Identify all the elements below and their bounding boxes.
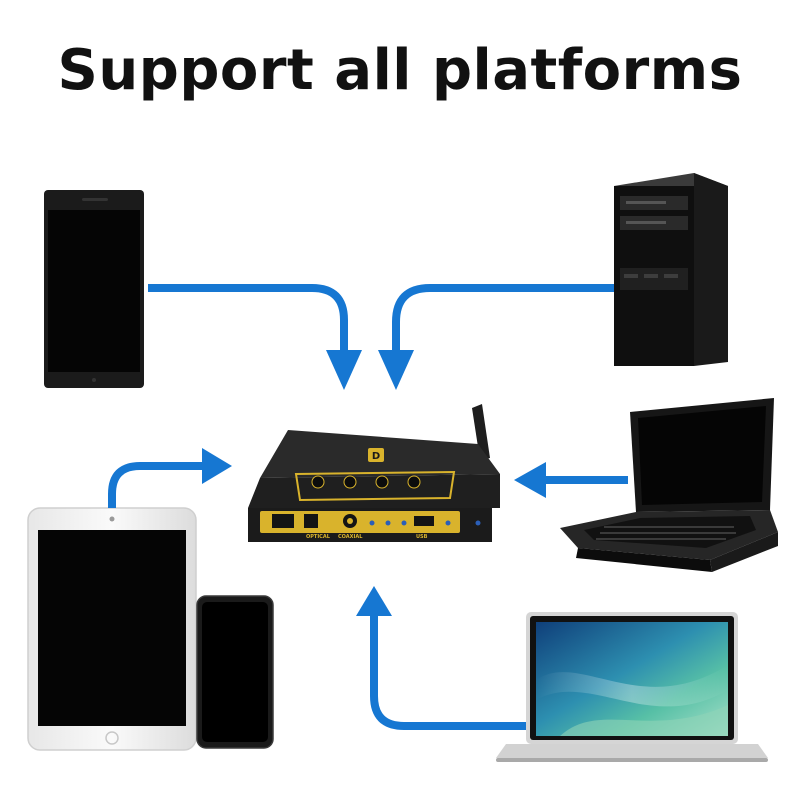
svg-text:COAXIAL: COAXIAL (338, 534, 363, 540)
svg-text:OPTICAL: OPTICAL (306, 534, 331, 540)
laptop-icon (560, 398, 778, 572)
arrowhead-down-right (378, 350, 414, 390)
desktop-tower-icon (614, 173, 728, 366)
arrow-macbook (370, 614, 526, 730)
arrowhead-down-left (326, 350, 362, 390)
arrowhead-up (356, 586, 392, 616)
phone-icon (196, 595, 274, 749)
arrow-heads (202, 350, 546, 616)
smartphone-icon (44, 190, 144, 388)
arrow-desktop (392, 284, 614, 350)
arrowhead-right (202, 448, 232, 484)
arrow-smartphone (148, 284, 348, 350)
macbook-icon (496, 612, 768, 762)
arrowhead-left (514, 462, 546, 498)
audio-decoder-icon: D OPTICAL COAXIAL USB (248, 404, 500, 542)
svg-text:USB: USB (416, 534, 428, 540)
device-logo-icon (368, 448, 384, 462)
svg-text:D: D (372, 451, 380, 462)
page-title: Support all platforms (57, 38, 743, 103)
connection-arrows (108, 284, 628, 730)
arrow-tablet (108, 462, 204, 508)
tablet-icon (27, 507, 197, 751)
